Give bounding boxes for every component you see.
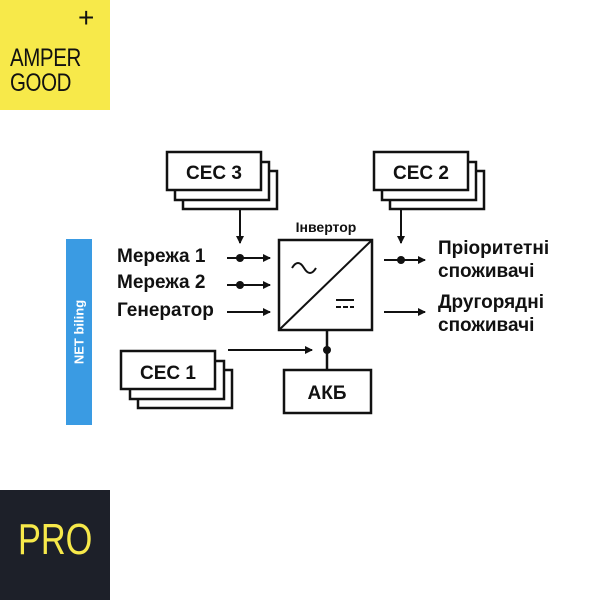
ces1-block bbox=[119, 349, 234, 410]
battery-label: АКБ bbox=[308, 383, 347, 404]
plus-icon: + bbox=[78, 2, 95, 33]
inverter-label: Інвертор bbox=[296, 219, 357, 235]
ces1-label: СЕС 1 bbox=[140, 363, 196, 384]
priority-label-line1: Пріоритетні bbox=[438, 238, 549, 259]
ces2-block bbox=[372, 150, 486, 211]
pro-badge: PRO bbox=[0, 490, 110, 600]
pro-label: PRO bbox=[18, 515, 93, 564]
battery-block bbox=[282, 368, 373, 415]
brand-name-line2: GOOD bbox=[10, 69, 72, 97]
inverter-block bbox=[277, 238, 374, 332]
ac-wave-icon bbox=[291, 262, 317, 274]
grid1-node bbox=[236, 254, 244, 262]
ces3-block bbox=[165, 150, 279, 211]
input-generator: Генератор bbox=[117, 300, 214, 321]
secondary-label-line1: Другорядні bbox=[438, 292, 544, 313]
input-grid2: Мережа 2 bbox=[117, 272, 205, 293]
net-billing-bar: NET biling bbox=[66, 239, 92, 425]
ces2-label: СЕС 2 bbox=[393, 163, 449, 184]
ces3-label: СЕС 3 bbox=[186, 163, 242, 184]
secondary-label-line2: споживачі bbox=[438, 315, 534, 336]
priority-label-line2: споживачі bbox=[438, 261, 534, 282]
brand-name: AMPER GOOD bbox=[10, 46, 81, 96]
input-grid1: Мережа 1 bbox=[117, 246, 206, 267]
brand-logo: + AMPER GOOD bbox=[0, 0, 110, 110]
brand-name-line1: AMPER bbox=[10, 44, 81, 72]
battery-node bbox=[323, 346, 331, 354]
grid2-node bbox=[236, 281, 244, 289]
priority-node bbox=[397, 256, 405, 264]
